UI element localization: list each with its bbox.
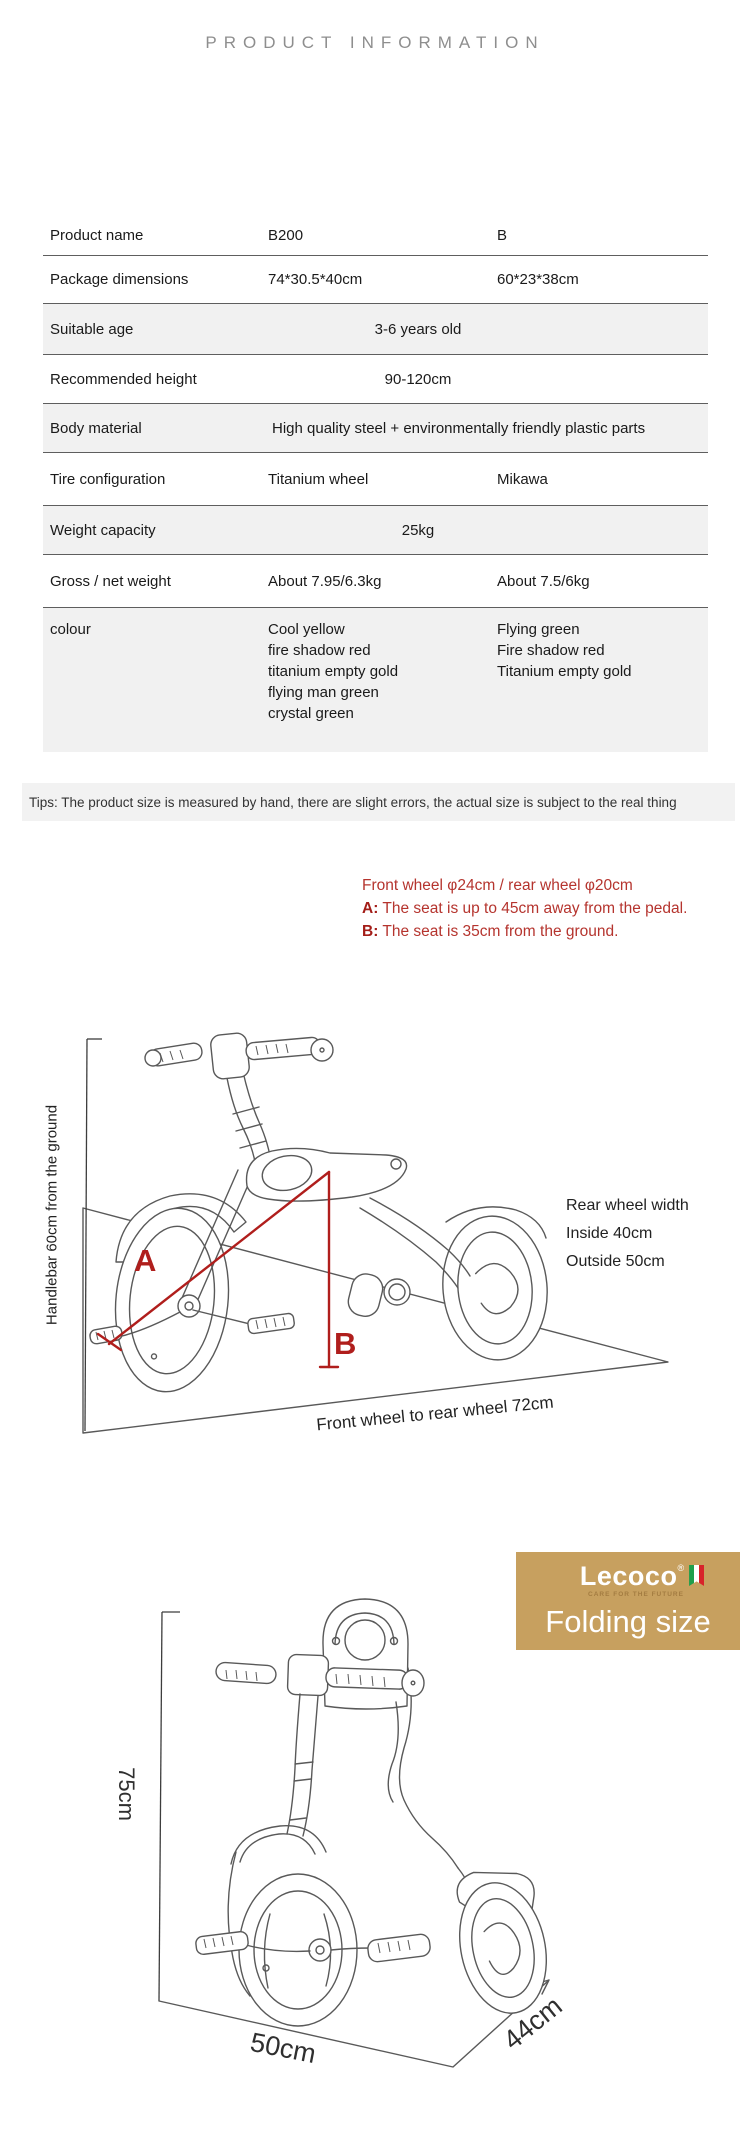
marker-b: B — [334, 1326, 357, 1361]
rear-wheel-behind — [227, 1851, 251, 1997]
row-value: 74*30.5*40cm — [268, 271, 363, 288]
folded-rear-wheel — [456, 1871, 548, 2014]
table-row: Tire configuration Titanium wheel Mikawa — [43, 453, 708, 506]
dimension-notes: Front wheel φ24cm / rear wheel φ20cm A: … — [362, 874, 687, 943]
folding-size-badge: Lecoco® CARE FOR THE FUTURE Folding size — [516, 1552, 740, 1650]
row-value: 3-6 years old — [374, 320, 462, 338]
row-value: Cool yellow fire shadow red titanium emp… — [268, 621, 399, 722]
row-value: About 7.5/6kg — [497, 572, 590, 590]
brand-tagline: CARE FOR THE FUTURE — [588, 1591, 684, 1598]
row-value: Flying green Fire shadow red Titanium em… — [497, 621, 632, 680]
row-value: B200 — [268, 227, 304, 244]
folded-stem — [286, 1693, 319, 1837]
table-row: Package dimensions 74*30.5*40cm 60*23*38… — [43, 256, 708, 304]
row-value: Titanium wheel — [268, 470, 369, 488]
rear-frame — [347, 1197, 471, 1317]
dimension-a-tick — [96, 1332, 123, 1352]
row-label: Product name — [50, 227, 144, 244]
folded-front-wheel — [238, 1873, 358, 2027]
table-row: Body material High quality steel + envir… — [43, 404, 708, 453]
row-value: B — [497, 227, 508, 244]
italian-flag-icon — [689, 1565, 705, 1586]
table-row: Recommended height 90-120cm — [43, 355, 708, 404]
rear-fender — [445, 1206, 547, 1239]
note-b-prefix: B: — [362, 923, 379, 940]
folded-front-fender — [230, 1825, 327, 1865]
note-a: A: The seat is up to 45cm away from the … — [362, 897, 687, 920]
table-row: colour Cool yellow fire shadow red titan… — [43, 608, 708, 752]
registered-mark: ® — [677, 1563, 685, 1573]
dimension-a-line — [107, 1170, 331, 1346]
folded-height-label: 75cm — [114, 1767, 139, 1821]
rear-wheel — [442, 1215, 548, 1361]
note-b-text: The seat is 35cm from the ground. — [378, 923, 619, 940]
tricycle-folded-diagram — [158, 1598, 550, 2068]
pedal — [192, 1309, 295, 1335]
row-label: Package dimensions — [50, 271, 189, 288]
folded-pedals — [195, 1930, 431, 1963]
brand-name: Lecoco — [579, 1561, 678, 1591]
row-label: colour — [50, 621, 91, 638]
red-dimension-lines — [96, 1170, 340, 1369]
row-label: Suitable age — [50, 320, 134, 338]
note-b: B: The seat is 35cm from the ground. — [362, 920, 687, 943]
tips-text: Tips: The product size is measured by ha… — [29, 794, 677, 810]
handlebar — [144, 1032, 334, 1080]
row-value: Mikawa — [497, 470, 548, 488]
row-label: Gross / net weight — [50, 572, 171, 590]
front-fork — [177, 1169, 253, 1318]
marker-a: A — [134, 1243, 157, 1278]
row-value: 25kg — [401, 521, 435, 539]
brand-logo: Lecoco® — [530, 1561, 750, 1591]
folded-height-dimension-line — [158, 1611, 180, 2002]
row-value: High quality steel + environmentally fri… — [272, 419, 646, 437]
row-label: Body material — [50, 419, 142, 437]
seat-back-panel — [322, 1598, 409, 1710]
tricycle-side-diagram — [82, 1032, 669, 1434]
row-label: Tire configuration — [50, 470, 166, 488]
row-label: Recommended height — [50, 370, 197, 388]
page-title: PRODUCT INFORMATION — [205, 33, 545, 52]
note-a-prefix: A: — [362, 900, 379, 917]
folded-handlebar — [215, 1653, 425, 1697]
table-row: Product name B200 B — [43, 216, 708, 256]
row-value: About 7.95/6.3kg — [268, 572, 382, 590]
table-row: Weight capacity 25kg — [43, 506, 708, 555]
height-dimension-line — [84, 1038, 102, 1432]
note-a-text: The seat is up to 45cm away from the ped… — [378, 900, 688, 917]
handlebar-height-label: Handlebar 60cm from the ground — [43, 1104, 61, 1326]
tips-note: Tips: The product size is measured by ha… — [22, 783, 735, 821]
note-wheel-diameters: Front wheel φ24cm / rear wheel φ20cm — [362, 877, 633, 894]
spec-table: Product name B200 B Package dimensions 7… — [43, 216, 708, 752]
table-row: Gross / net weight About 7.95/6.3kg Abou… — [43, 555, 708, 608]
row-label: Weight capacity — [50, 521, 156, 539]
table-row: Suitable age 3-6 years old — [43, 304, 708, 355]
row-value: 90-120cm — [384, 370, 452, 388]
rear-wheel-width-label: Rear wheel width Inside 40cm Outside 50c… — [566, 1197, 689, 1270]
row-value: 60*23*38cm — [497, 271, 579, 288]
steering-stem — [226, 1071, 271, 1163]
front-wheel — [114, 1207, 230, 1393]
badge-title: Folding size — [545, 1604, 711, 1639]
